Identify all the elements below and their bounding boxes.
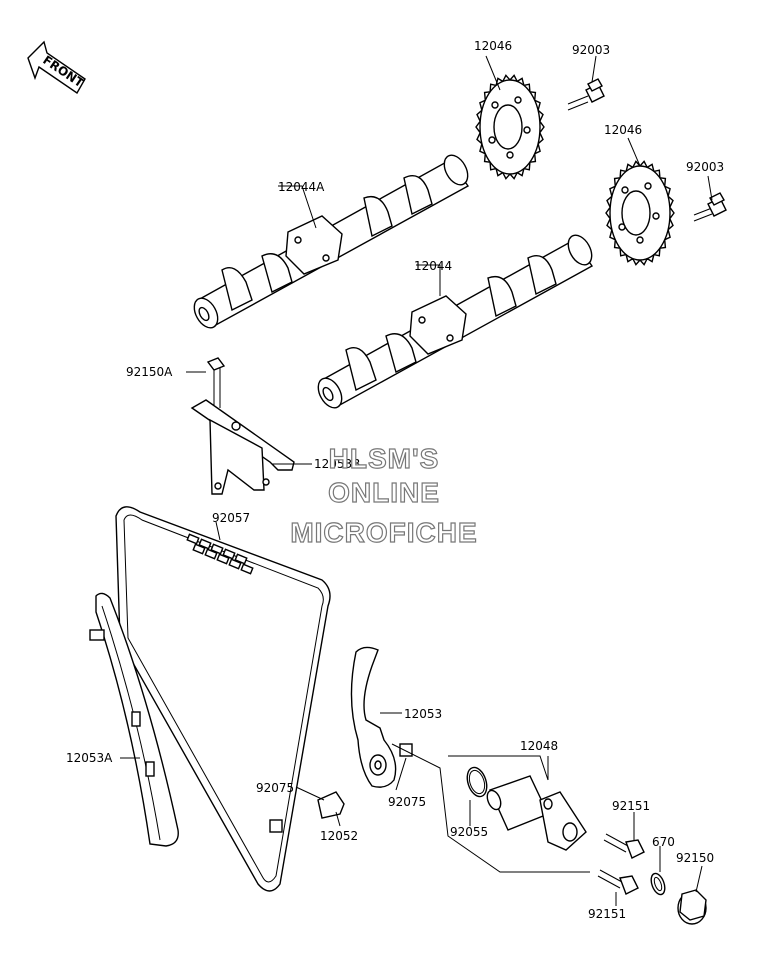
cam-sprocket-lower [605,160,675,266]
tensioner-bolt-92151-bottom [597,869,639,895]
chain-guide-12053B [190,399,295,495]
label-92151-bottom: 92151 [588,907,626,921]
leader-lines [120,55,713,906]
chain-guide-12053A [89,592,179,847]
sprocket-bolt-lower [693,192,727,222]
damper-92075-left [269,819,283,833]
washer-670 [650,872,666,896]
watermark-line-1: HLSM'S [329,443,440,474]
damper-92075-right [399,743,413,757]
tensioner-bolt-92151-top [603,833,645,859]
o-ring-92055 [466,766,488,798]
label-12053: 12053 [404,707,442,721]
sprocket-bolt-upper [567,78,605,111]
label-92003-top: 92003 [572,43,610,57]
label-670: 670 [652,835,675,849]
label-12052: 12052 [320,829,358,843]
chain-links-detail [186,533,254,575]
label-92075-right: 92075 [388,795,426,809]
label-12046-right: 12046 [604,123,642,137]
cap-bolt-92150 [677,889,707,925]
cam-sprocket-upper [475,74,545,180]
watermark: HLSM'S ONLINE MICROFICHE [290,442,478,548]
camshaft-12044A [193,154,470,329]
label-12053A: 12053A [66,751,113,765]
label-12046-top: 12046 [474,39,512,53]
label-92055: 92055 [450,825,488,839]
guide-bolt-92150A [206,357,226,410]
label-92003-right: 92003 [686,160,724,174]
label-12053B: 12053B [314,457,360,471]
label-92150: 92150 [676,851,714,865]
label-92150A: 92150A [126,365,173,379]
cam-chain-92057 [115,506,331,892]
label-92075-left: 92075 [256,781,294,795]
pivot-12052 [317,791,345,819]
front-arrow-icon: FRONT [27,40,87,95]
camshaft-12044 [317,234,594,409]
label-12044A: 12044A [278,180,325,194]
label-92057: 92057 [212,511,250,525]
tensioner-arm-12053 [350,646,397,788]
chain-tensioner-12048 [486,775,587,851]
label-12048: 12048 [520,739,558,753]
watermark-line-3: MICROFICHE [290,517,477,548]
label-12044: 12044 [414,259,452,273]
label-92151-top: 92151 [612,799,650,813]
watermark-line-2: ONLINE [328,477,440,508]
